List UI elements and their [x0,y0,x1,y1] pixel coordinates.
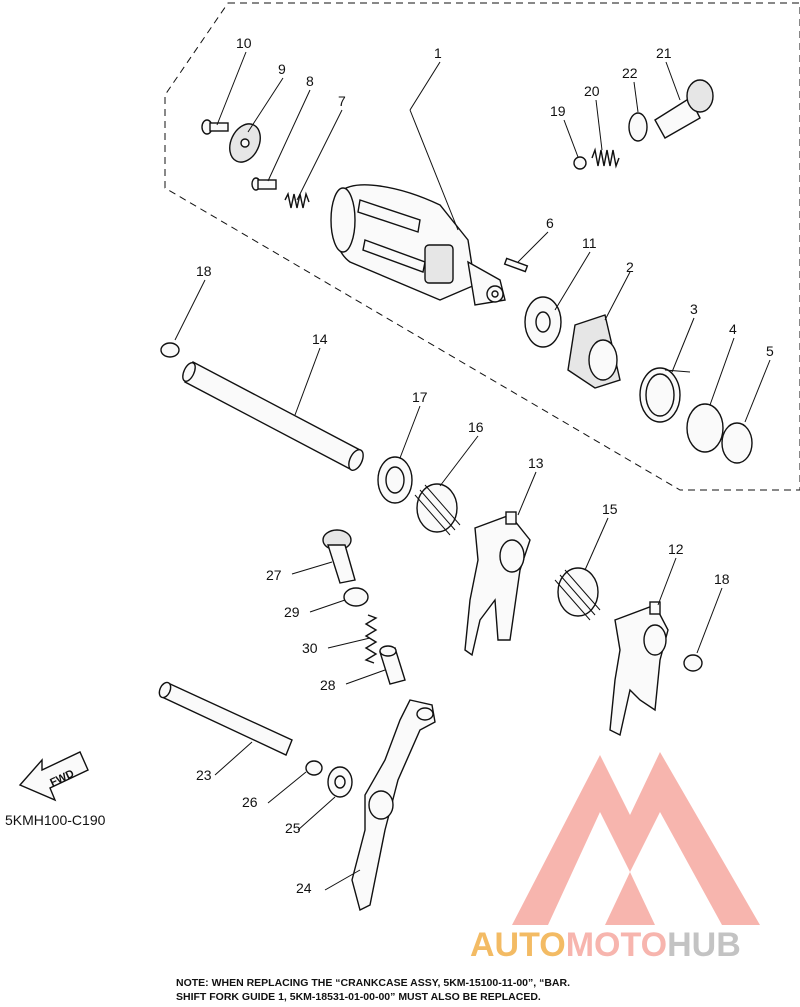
diagram-code: 5KMH100-C190 [5,812,106,828]
part-9-plate [229,123,261,163]
callout-11: 11 [582,235,597,251]
leader-lines [174,51,771,891]
logo-text-auto: AUTO [470,926,566,964]
part-6-pin [503,257,529,273]
part-18-circlip-right [683,654,703,672]
part-18-circlip-left [160,342,180,358]
part-14-shaft [182,361,364,471]
callout-10: 10 [236,35,252,51]
callout-26: 26 [242,794,258,810]
part-26-circlip [305,760,323,776]
callout-5: 5 [766,343,774,359]
callout-18-right: 18 [714,571,730,587]
callout-12: 12 [668,541,684,557]
callout-7: 7 [338,93,346,109]
note-line-2: SHIFT FORK GUIDE 1, 5KM-18531-01-00-00” … [176,991,541,1003]
callout-2: 2 [626,259,634,275]
callout-24: 24 [296,880,312,896]
part-19-ball [573,156,587,170]
callout-15: 15 [602,501,618,517]
part-10-screw [201,119,229,135]
callout-13: 13 [528,455,544,471]
callout-19: 19 [550,103,566,119]
part-25-washer [327,766,353,798]
note-line-1: NOTE: WHEN REPLACING THE “CRANKCASE ASSY… [176,977,571,989]
callout-8: 8 [306,73,314,89]
part-21-bolt [654,79,714,139]
part-1-shift-drum [330,184,506,306]
callout-28: 28 [320,677,336,693]
callout-25: 25 [285,820,301,836]
part-3-spring [639,367,691,423]
callout-20: 20 [584,83,600,99]
callout-29: 29 [284,604,300,620]
callout-23: 23 [196,767,212,783]
fwd-arrow-icon: FWD [18,751,89,802]
part-17-collar [377,456,413,504]
part-24-shift-fork [351,699,436,912]
part-8-pin [251,177,277,191]
logo-triangle-icon [512,752,760,925]
part-28-pin [379,645,406,685]
automotohub-logo: AUTOMOTOHUB [470,752,760,964]
callout-30: 30 [302,640,318,656]
callout-1: 1 [434,45,442,61]
part-5-circlip [721,422,753,464]
part-7-spring [284,191,310,209]
part-2-segment [567,314,621,389]
part-30-spring [364,614,378,664]
callout-27: 27 [266,567,282,583]
part-29-washer [343,587,369,607]
svg-text:AUTOMOTOHUB: AUTOMOTOHUB [470,926,741,964]
assembly-boundary [164,2,800,491]
callout-16: 16 [468,419,484,435]
part-20-spring [591,147,620,169]
part-13-shift-fork [464,511,531,657]
replacement-note: NOTE: WHEN REPLACING THE “CRANKCASE ASSY… [176,976,796,1004]
part-15-spring [554,567,601,621]
part-4-washer [686,403,724,453]
callout-3: 3 [690,301,698,317]
part-12-shift-fork [609,601,669,737]
part-16-spring [414,483,461,536]
callout-18-left: 18 [196,263,212,279]
callout-4: 4 [729,321,737,337]
part-11-washer [524,296,562,348]
callout-14: 14 [312,331,328,347]
part-22-washer [628,112,648,142]
part-23-shaft [158,681,293,756]
callout-17: 17 [412,389,428,405]
callout-9: 9 [278,61,286,77]
callout-22: 22 [622,65,638,81]
callout-21: 21 [656,45,672,61]
part-27-bolt [322,529,356,584]
logo-text-hub: HUB [667,926,741,964]
callout-6: 6 [546,215,554,231]
logo-text-moto: MOTO [566,926,667,964]
